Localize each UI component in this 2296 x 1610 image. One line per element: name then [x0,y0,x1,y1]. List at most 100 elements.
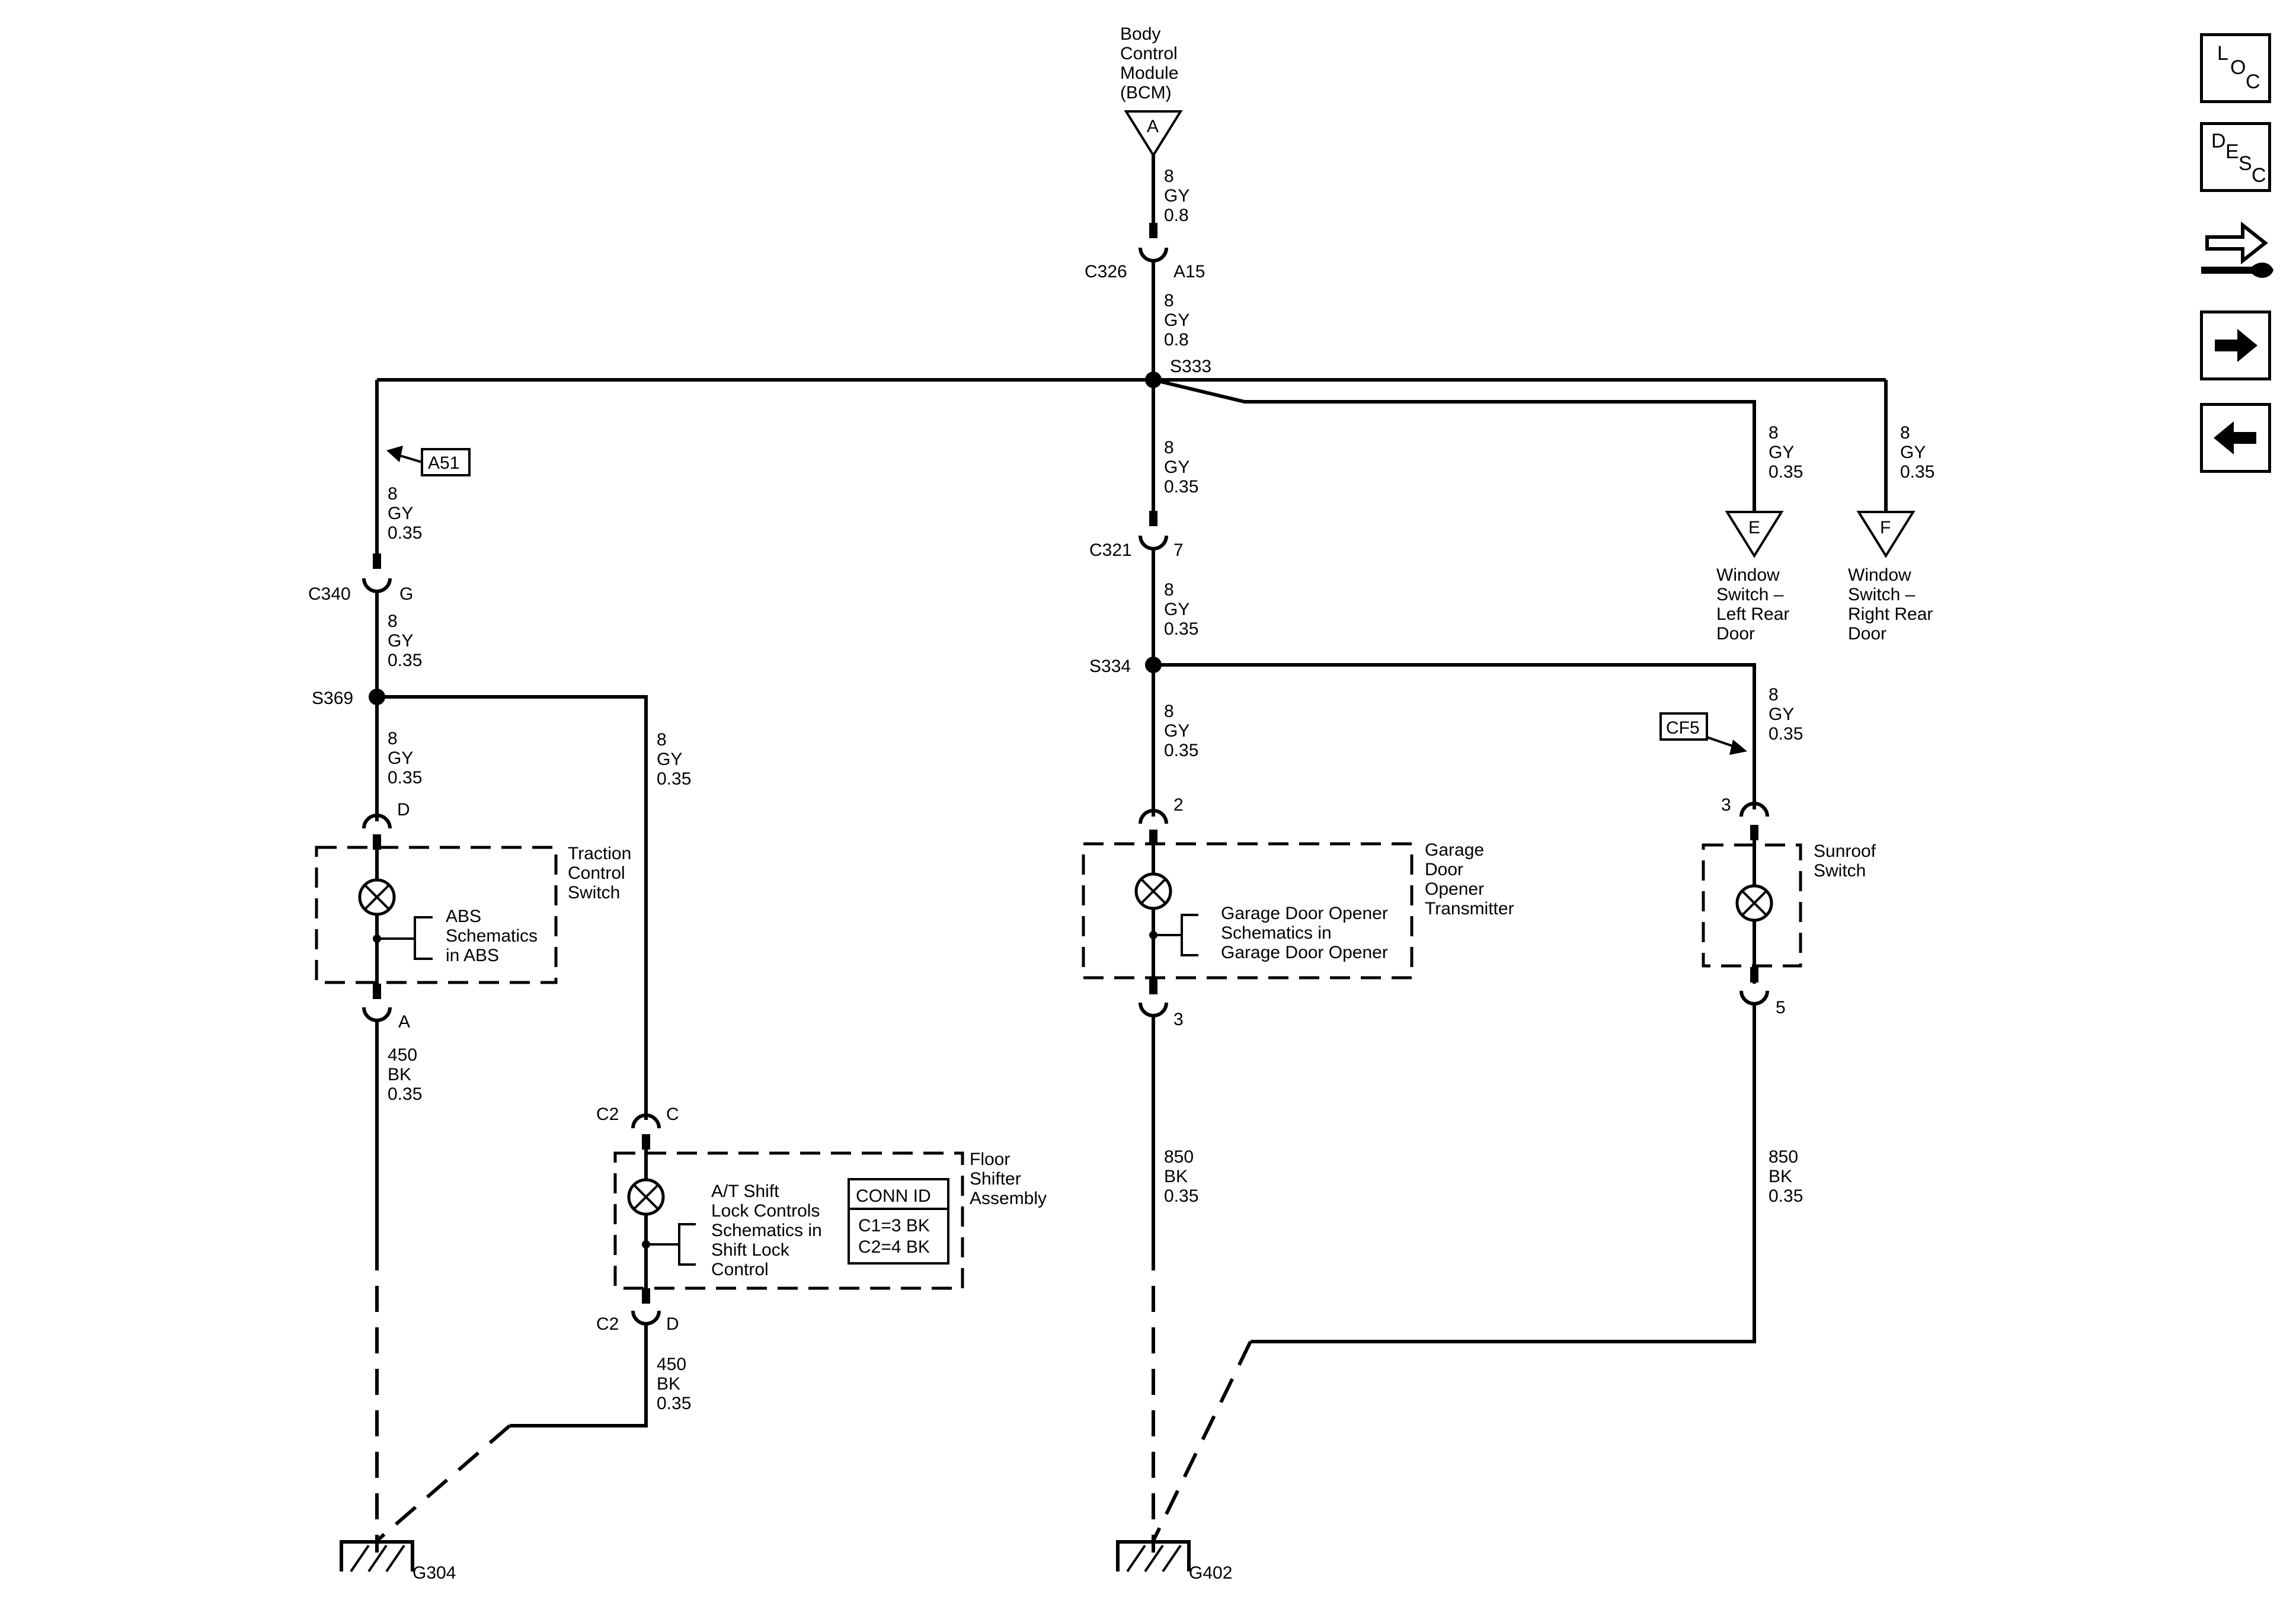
loc-button[interactable]: L O C [2200,33,2271,103]
wire-w5-color: GY [1164,721,1189,741]
desc-button[interactable]: D E S C [2200,122,2271,192]
gdo-label-line4: Transmitter [1425,899,1514,918]
fsa-ref-line2: Lock Controls [711,1201,820,1221]
fsa-conn-id-title: CONN ID [856,1186,931,1206]
fsa-conn-id-table: CONN ID C1=3 BK C2=4 BK [848,1178,949,1265]
arrow-left-icon [2214,421,2256,454]
wire-w12-gauge: 0.35 [657,1394,691,1413]
wire-sunroof-ground-dashed [1152,1340,1252,1542]
wire-label-w16: 8 GY 0.35 [1900,423,1934,482]
wire-w4-color: GY [1164,600,1189,619]
wire-w1-gauge: 0.8 [1164,206,1189,225]
sunroof-lamp-cross-b [1741,890,1767,916]
wire-w3-gauge: 0.35 [1164,477,1198,497]
wire-s334-to-sunroof [1153,663,1756,809]
c340-label: C340 [308,584,351,604]
wire-w15-gauge: 0.35 [1769,462,1803,482]
wire-label-w11: 450 BK 0.35 [388,1045,422,1104]
gdo-ref-bracket [1181,914,1198,956]
s333-label: S333 [1170,357,1211,376]
tcs-bottom-pin-label: A [398,1012,410,1032]
wire-w7-gauge: 0.35 [388,651,422,670]
offpage-e-line2: Switch – [1716,585,1784,604]
sunroof-top-pin [1750,825,1758,840]
fsa-ref-text: A/T Shift Lock Controls Schematics in Sh… [711,1182,822,1279]
tcs-ref-line3: in ABS [446,946,499,965]
wire-w7-color: GY [388,631,413,651]
wire-w9-gauge: 0.35 [657,769,691,789]
fsa-component-box [613,1151,964,1290]
gdo-label-line2: Door [1425,860,1463,879]
previous-page-button[interactable] [2200,403,2271,473]
c340-socket [362,578,392,593]
wire-s369-to-shifter [377,695,648,1120]
gdo-ref-text: Garage Door Opener Schematics in Garage … [1221,904,1388,962]
sunroof-bottom-pin-label: 5 [1776,998,1786,1017]
bcm-pin-label: A [1147,117,1159,136]
connector-repair-arrow [2205,221,2268,265]
tcs-top-socket [362,814,392,829]
fsa-ref-bracket [678,1223,696,1266]
tcs-top-pin-label: D [397,800,410,820]
wire-w12-circuit: 450 [657,1355,686,1374]
bcm-label-line2: Control [1120,44,1178,63]
desc-letter-c: C [2252,164,2266,187]
wire-label-w1: 8 GY 0.8 [1164,167,1189,225]
wire-w10-gauge: 0.35 [1769,724,1803,744]
offpage-f-line2: Switch – [1848,585,1916,604]
tcs-bottom-pin [373,984,381,999]
bcm-connector-triangle [1124,110,1183,158]
wire-w2-circuit: 8 [1164,291,1174,311]
wire-label-w14: 850 BK 0.35 [1769,1147,1803,1206]
c2-top-pin-label: C [666,1105,679,1124]
wire-label-w2: 8 GY 0.8 [1164,291,1189,350]
wire-label-w4: 8 GY 0.35 [1164,580,1198,639]
sunroof-bottom-pin [1750,967,1758,982]
c340-pin-label: G [399,584,413,604]
fsa-component-label: Floor Shifter Assembly [970,1150,1047,1208]
wire-label-w8: 8 GY 0.35 [388,729,422,788]
wire-fsa-ground-dashed [376,1424,511,1542]
wire-w1-color: GY [1164,186,1189,206]
gdo-top-socket [1139,809,1168,824]
loc-letter-l: L [2217,42,2228,65]
cf5-reference-box [1659,712,1708,741]
wire-w7-circuit: 8 [388,612,398,631]
fsa-ref-line3: Schematics in [711,1221,822,1240]
bcm-label-line1: Body [1120,24,1160,44]
fsa-conn-id-row1: C1=3 BK [858,1216,930,1235]
wire-w11-circuit: 450 [388,1045,417,1065]
gdo-component-box [1082,842,1414,980]
wire-label-w7: 8 GY 0.35 [388,612,422,670]
tcs-ref-text: ABS Schematics in ABS [446,907,538,965]
tcs-label-line3: Switch [568,883,620,902]
offpage-e-line4: Door [1716,624,1755,644]
wire-w6-color: GY [388,504,413,523]
wire-label-w6: 8 GY 0.35 [388,484,422,543]
offpage-f-pin: F [1880,518,1891,537]
tcs-component-box [315,846,558,984]
wire-sunroof-to-ground [1251,1003,1756,1343]
wire-w10-circuit: 8 [1769,685,1779,705]
offpage-f-label: Window Switch – Right Rear Door [1848,565,1933,644]
connector-repair-icon[interactable] [2195,212,2278,289]
wire-label-w9: 8 GY 0.35 [657,730,691,789]
fsa-top-socket [631,1113,661,1129]
wire-w16-circuit: 8 [1900,423,1910,443]
wire-w9-circuit: 8 [657,730,667,750]
gdo-bottom-pin-label: 3 [1173,1010,1184,1029]
gdo-ref-line2: Schematics in [1221,923,1332,943]
wire-w3-circuit: 8 [1164,438,1174,457]
next-page-button[interactable] [2200,311,2271,380]
desc-letter-s: S [2239,152,2252,175]
c326-label: C326 [1085,262,1127,281]
c326-pin [1149,223,1157,238]
fsa-label-line1: Floor [970,1150,1010,1169]
wire-w2-gauge: 0.8 [1164,330,1189,350]
a51-reference-label: A51 [428,453,459,473]
offpage-e-label: Window Switch – Left Rear Door [1716,565,1789,644]
wire-w6-circuit: 8 [388,484,398,504]
tcs-label-line2: Control [568,863,625,883]
wire-w15-circuit: 8 [1769,423,1779,443]
c340-pin [373,553,381,569]
